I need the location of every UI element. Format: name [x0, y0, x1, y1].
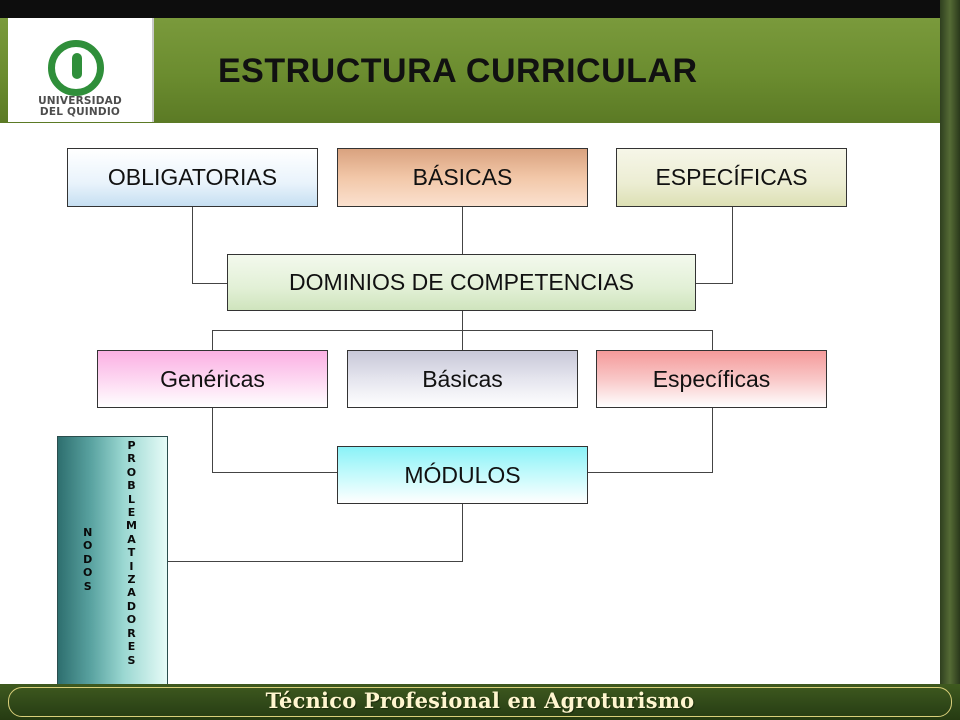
connector-line	[212, 472, 338, 473]
connector-line	[588, 472, 713, 473]
top-dark-bar	[0, 0, 960, 18]
vertical-letter: A	[127, 586, 136, 600]
vertical-letter: B	[127, 479, 136, 493]
connector-line	[192, 207, 193, 283]
vertical-letter: I	[129, 559, 134, 573]
vertical-letter: O	[126, 465, 137, 479]
box-dominios-de-competencias: DOMINIOS DE COMPETENCIAS	[227, 254, 696, 311]
vertical-letter: N	[83, 526, 93, 539]
vertical-letter: M	[126, 519, 137, 533]
connector-line	[462, 207, 463, 254]
vertical-letter: S	[127, 653, 136, 667]
vertical-letter: A	[127, 532, 136, 546]
vertical-letter: Z	[127, 573, 136, 587]
logo-text: UNIVERSIDAD DEL QUINDIO	[16, 96, 144, 118]
connector-line	[212, 330, 712, 331]
vertical-letter: E	[127, 506, 136, 520]
header-band	[0, 18, 960, 123]
logo-emblem-icon	[48, 40, 104, 96]
box-basicas-competencias: Básicas	[347, 350, 578, 408]
box-especificas: ESPECÍFICAS	[616, 148, 847, 207]
connector-line	[212, 408, 213, 473]
connector-line	[712, 330, 713, 350]
footer-title: Técnico Profesional en Agroturismo	[265, 688, 695, 713]
connector-line	[192, 283, 228, 284]
box-especificas-competencias: Específicas	[596, 350, 827, 408]
vertical-letter: D	[83, 552, 93, 566]
connector-line	[712, 408, 713, 473]
vertical-letter: E	[127, 640, 136, 654]
vertical-letter: D	[126, 599, 137, 613]
box-modulos: MÓDULOS	[337, 446, 588, 504]
logo-text-line2: DEL QUINDIO	[39, 106, 121, 118]
box-obligatorias: OBLIGATORIAS	[67, 148, 318, 207]
box-basicas: BÁSICAS	[337, 148, 588, 207]
vertical-letter: T	[127, 546, 136, 560]
right-side-stripe	[940, 0, 960, 720]
vertical-letter: O	[126, 613, 137, 627]
connector-line	[168, 561, 463, 562]
university-logo: UNIVERSIDAD DEL QUINDIO	[8, 18, 154, 122]
connector-line	[732, 207, 733, 283]
vertical-letter: O	[83, 539, 93, 553]
connector-line	[212, 330, 213, 350]
box-genericas: Genéricas	[97, 350, 328, 408]
logo-text-line1: UNIVERSIDAD	[38, 95, 122, 107]
connector-line	[462, 504, 463, 561]
vertical-letter: R	[127, 626, 136, 640]
connector-line	[696, 283, 733, 284]
vertical-letter: R	[127, 452, 136, 466]
vertical-letter: L	[127, 492, 135, 506]
footer-frame	[8, 687, 952, 717]
footer-band	[0, 684, 960, 720]
vertical-letter: S	[83, 579, 92, 593]
vertical-letter: O	[83, 566, 93, 580]
vertical-letter: P	[127, 439, 136, 452]
page-title: ESTRUCTURA CURRICULAR	[218, 52, 698, 90]
